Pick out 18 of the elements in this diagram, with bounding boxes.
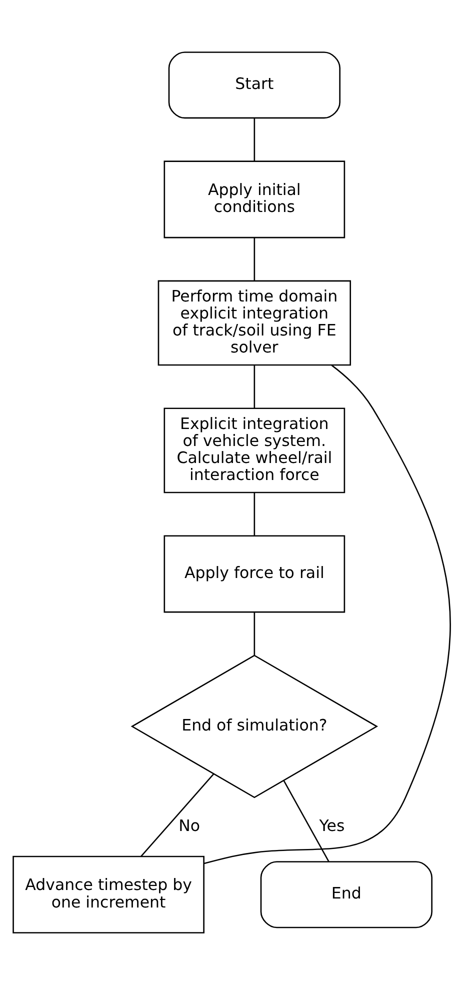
edge-label: Yes: [319, 816, 345, 835]
connector: [140, 772, 214, 856]
connector: [254, 364, 256, 408]
connector: [204, 364, 451, 864]
node-diamond: End of simulation?: [130, 654, 378, 798]
node-box: Start: [168, 51, 340, 118]
connector: [283, 780, 330, 862]
node-box: Apply force to rail: [164, 534, 346, 612]
connector: [254, 492, 256, 536]
connector: [254, 612, 256, 655]
connector: [254, 118, 256, 161]
node-box: Explicit integration of vehicle system. Calculate wheel/rail interaction force: [164, 407, 346, 493]
node-box: Advance timestep by one increment: [12, 855, 204, 933]
edge-label: No: [178, 816, 200, 835]
connector: [254, 237, 256, 280]
node-box: Apply initial conditions: [164, 160, 346, 238]
node-box: End: [260, 860, 432, 928]
node-box: Perform time domain explicit integration of track/soil using FE solver: [158, 280, 352, 366]
